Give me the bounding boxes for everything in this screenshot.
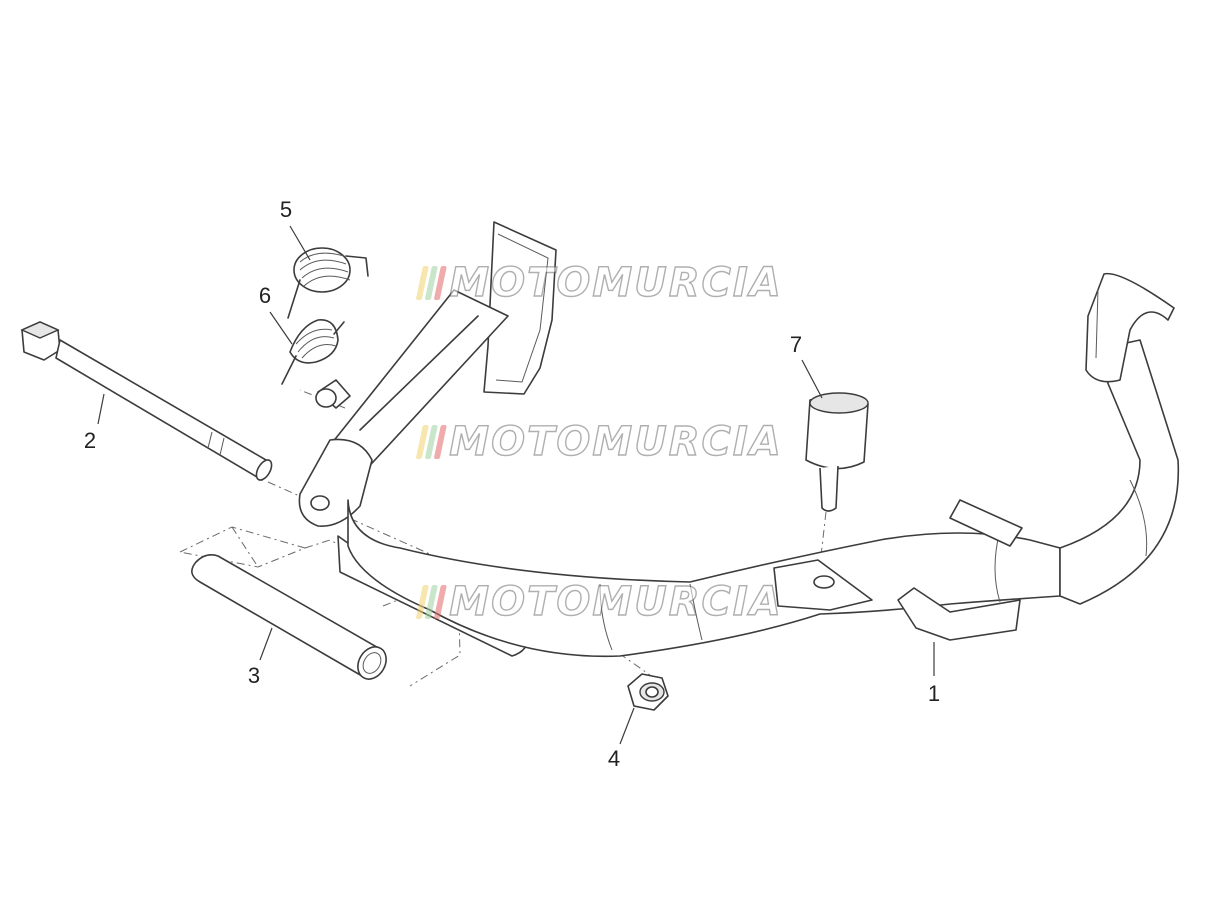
- sleeve-part-3: [191, 554, 387, 680]
- callout-5: 5: [279, 197, 293, 222]
- callout-4: 4: [607, 746, 621, 771]
- nut-part-4: [627, 673, 669, 711]
- bolt-part-2: [20, 321, 273, 481]
- rubber-stop-part-7: [805, 392, 869, 512]
- callout-1: 1: [927, 681, 941, 706]
- spring-part-5: [287, 247, 369, 319]
- callout-2: 2: [83, 428, 97, 453]
- watermark-stripes-icon: [415, 266, 447, 300]
- watermark-logo: MOTOMURCIA: [415, 259, 783, 307]
- callout-3: 3: [247, 663, 261, 688]
- watermark-logo: MOTOMURCIA: [415, 578, 783, 626]
- watermark-stripes-icon: [415, 425, 447, 459]
- watermark-stripes-icon: [415, 585, 447, 619]
- watermark-text: MOTOMURCIA: [449, 578, 783, 625]
- watermark-text: MOTOMURCIA: [449, 259, 783, 306]
- callout-leaders: [97, 225, 935, 745]
- callout-6: 6: [258, 283, 272, 308]
- spring-part-6: [281, 319, 345, 385]
- callout-7: 7: [789, 332, 803, 357]
- watermark-logo: MOTOMURCIA: [415, 418, 783, 466]
- watermark-text: MOTOMURCIA: [449, 418, 783, 465]
